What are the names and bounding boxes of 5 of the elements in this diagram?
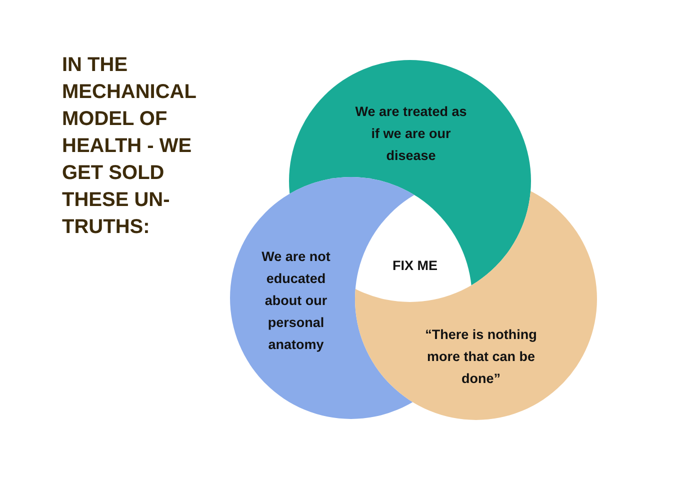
circle-text: “There is nothing more that can be done” — [424, 326, 538, 388]
circle-text: We are treated as if we are our disease — [354, 103, 468, 165]
heading: IN THE MECHANICAL MODEL OF HEALTH - WE GET SOLD THESE UN-TRUTHS: — [62, 53, 198, 240]
center-label: FIX ME — [391, 257, 438, 275]
circle-text: We are not educated about our personal anatomy — [260, 248, 332, 354]
